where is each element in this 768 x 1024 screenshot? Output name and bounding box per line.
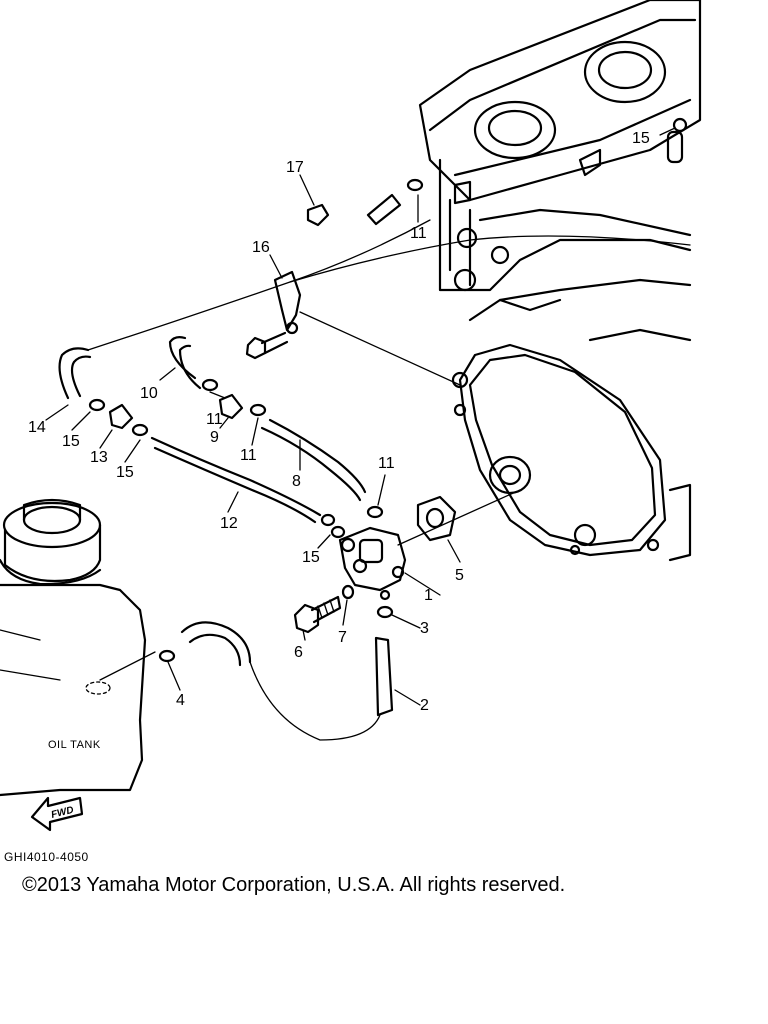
callout-13: 13 — [90, 449, 108, 466]
forward-arrow-icon: FWD — [30, 796, 84, 832]
callout-3: 3 — [420, 620, 429, 637]
callout-15-b: 15 — [116, 464, 134, 481]
callout-12: 12 — [220, 515, 238, 532]
leader-lines — [45, 127, 676, 706]
oil-tank: OIL TANK — [0, 498, 147, 797]
oil-tank-label: OIL TANK — [48, 739, 101, 751]
callout-1: 1 — [424, 587, 433, 604]
callout-11-a: 11 — [206, 411, 223, 428]
callout-8: 8 — [292, 473, 301, 490]
bolt-and-washer — [293, 584, 355, 634]
callout-10: 10 — [140, 385, 158, 402]
callout-9: 9 — [210, 429, 219, 446]
parts-diagram: OIL TANK FWD — [0, 0, 702, 832]
hoses — [58, 193, 691, 741]
clamp-17 — [306, 203, 330, 227]
callout-numbers: 1 2 3 4 5 6 7 8 9 10 11 11 11 11 12 13 1… — [28, 130, 650, 714]
hose-clamps — [88, 178, 424, 663]
check-valves — [108, 393, 244, 430]
callout-11-c: 11 — [410, 225, 427, 242]
callout-7: 7 — [338, 629, 347, 646]
callout-17: 17 — [286, 159, 304, 176]
engine-block — [418, 0, 702, 342]
callout-15-c: 15 — [302, 549, 320, 566]
forward-arrow-label: FWD — [50, 805, 75, 821]
callout-2: 2 — [420, 697, 429, 714]
callout-16: 16 — [252, 239, 270, 256]
copyright-notice: ©2013 Yamaha Motor Corporation, U.S.A. A… — [22, 874, 566, 896]
callout-15-d: 15 — [632, 130, 650, 147]
callout-11-d: 11 — [378, 455, 395, 472]
oil-pump — [338, 495, 457, 601]
callout-6: 6 — [294, 644, 303, 661]
callout-15-a: 15 — [62, 433, 80, 450]
magneto-cover — [451, 343, 692, 562]
diagram-code: GHI4010-4050 — [4, 850, 89, 864]
bracket-and-bolt — [245, 270, 302, 360]
callout-14: 14 — [28, 419, 46, 436]
callout-5: 5 — [455, 567, 464, 584]
callout-11-b: 11 — [240, 447, 257, 464]
callout-4: 4 — [176, 692, 185, 709]
